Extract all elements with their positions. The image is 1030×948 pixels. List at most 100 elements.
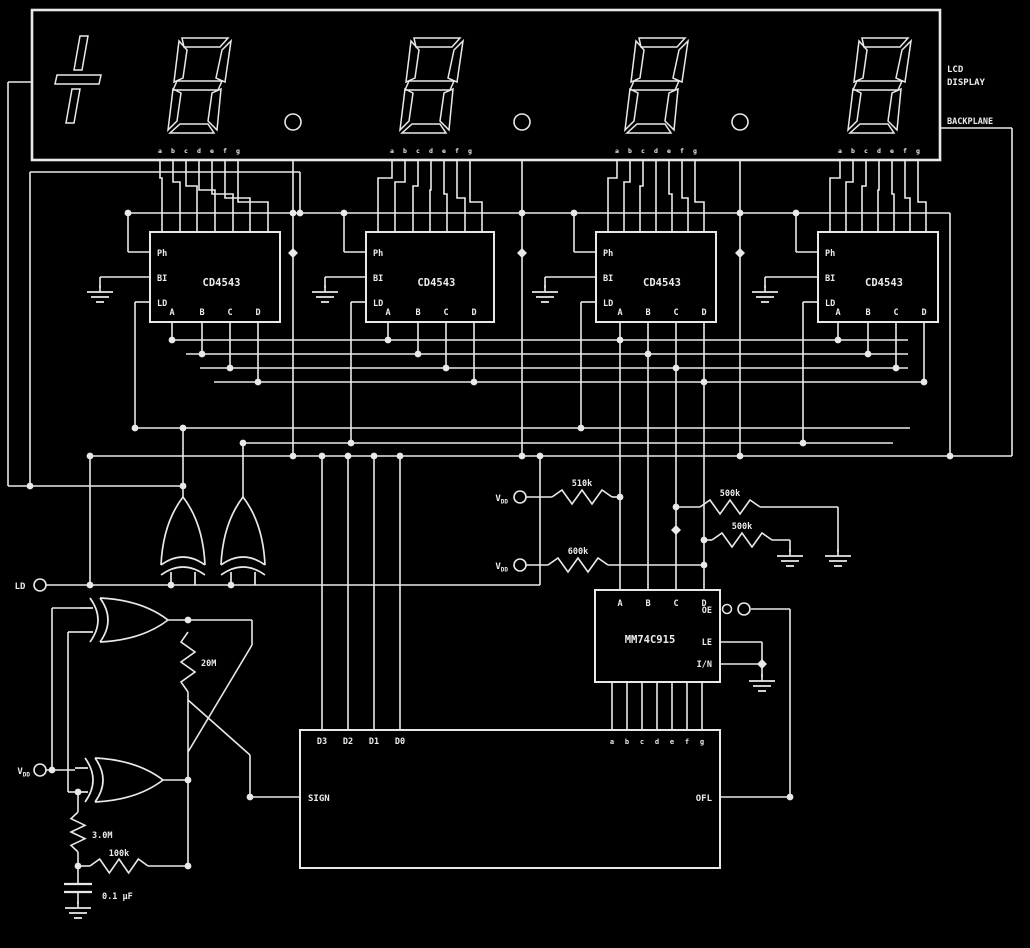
oe-inverter-bubble — [721, 603, 733, 615]
segment-letter: f — [223, 147, 227, 155]
junction-dot — [184, 616, 192, 624]
segment-wire — [412, 160, 419, 232]
pin-label-oe: OE — [702, 606, 712, 616]
pin-label-bi: BI — [373, 274, 383, 284]
segment-wire — [877, 160, 880, 232]
junction-dot — [289, 452, 297, 460]
ld-input-label: LD — [15, 582, 26, 592]
junction-dot — [518, 452, 526, 460]
xor-gate-curve — [99, 619, 169, 643]
lcd-display-label: DISPLAY — [947, 78, 986, 88]
pin-label-bi: BI — [157, 274, 167, 284]
pin-label: B — [199, 308, 204, 318]
segment-letter: e — [442, 147, 446, 155]
segment-letter: g — [236, 147, 240, 155]
pin-label: C — [443, 308, 448, 318]
pin-label: A — [169, 308, 174, 318]
segment-letter: b — [851, 147, 855, 155]
vdd-label: VDD — [495, 494, 508, 506]
junction-dot — [518, 209, 526, 217]
junction-dot — [347, 439, 355, 447]
junction-dot — [700, 561, 708, 569]
vdd-v: V — [17, 767, 23, 777]
resistor-600k — [547, 556, 609, 574]
junction-dot — [198, 350, 206, 358]
vdd-v: V — [495, 562, 501, 572]
junction-dot — [834, 336, 842, 344]
junction-dot — [184, 776, 192, 784]
pin-label: C — [227, 308, 232, 318]
xor-gate-curve — [220, 556, 266, 566]
junction-dot — [700, 378, 708, 386]
resistor-label: 500k — [732, 522, 752, 532]
segment-wire — [904, 160, 911, 232]
xor-gate-curve — [182, 496, 206, 566]
segment-wire — [668, 160, 673, 232]
xor-gate-curve — [242, 496, 266, 566]
segment — [853, 39, 868, 84]
xor-gate-curve — [99, 597, 169, 621]
resistor-500k-top — [699, 498, 761, 516]
pin-label: D — [471, 308, 476, 318]
segment — [638, 37, 687, 48]
segment-letter: c — [416, 147, 420, 155]
pin-label: D — [921, 308, 926, 318]
pin-label: B — [645, 599, 650, 609]
segment — [173, 39, 188, 84]
pin-label-seg: g — [700, 738, 704, 746]
pin-label: A — [835, 308, 840, 318]
pin-label: B — [865, 308, 870, 318]
junction-diamond — [288, 248, 298, 258]
pin-label-bi: BI — [603, 274, 613, 284]
segment-wire — [623, 160, 631, 232]
lcd-display-label: LCD — [947, 65, 964, 75]
segment-letter: a — [390, 147, 394, 155]
segment-wire — [377, 160, 393, 232]
xor-gate-curve — [94, 757, 104, 803]
segment-wire — [237, 160, 269, 232]
xor-gate-curve — [89, 597, 99, 643]
segment — [54, 74, 102, 85]
pin-label-digit: D3 — [317, 737, 327, 747]
junction-dot — [920, 378, 928, 386]
xor-gate-curve — [160, 556, 206, 566]
segment — [887, 87, 902, 132]
vdd-label: VDD — [495, 562, 508, 574]
decoder-chip-2 — [365, 231, 495, 323]
xor-gate-right — [75, 757, 164, 803]
pin-label-seg: c — [640, 738, 644, 746]
junction-dot — [179, 424, 187, 432]
segment-letter: a — [615, 147, 619, 155]
junction-dot — [672, 364, 680, 372]
segment-letter: a — [158, 147, 162, 155]
pin-label-ofl: OFL — [696, 794, 713, 804]
terminal-circle — [737, 602, 751, 616]
junction-dot — [616, 336, 624, 344]
junction-dot — [700, 536, 708, 544]
segment — [405, 39, 420, 84]
xor-gate-right — [80, 597, 169, 643]
segment — [215, 38, 233, 84]
xor-gate-curve — [160, 566, 206, 576]
segment-letter: e — [890, 147, 894, 155]
adc-block-box — [299, 729, 721, 869]
segment-letter: e — [667, 147, 671, 155]
vdd-sub: DD — [23, 772, 31, 779]
junction-dot — [946, 452, 954, 460]
junction-diamond — [757, 659, 767, 669]
pin-label: D — [701, 308, 706, 318]
segment — [861, 37, 910, 48]
resistor-500k-bottom — [711, 531, 773, 549]
segment — [630, 39, 645, 84]
junction-dot — [892, 364, 900, 372]
junction-dot — [384, 336, 392, 344]
latch-chip-box — [594, 589, 721, 683]
junction-dot — [74, 788, 82, 796]
pin-label: A — [617, 599, 622, 609]
decoder-chip-4 — [817, 231, 939, 323]
xor-gate-up — [160, 496, 206, 585]
junction-dot — [289, 209, 297, 217]
lcd-display-box — [30, 8, 942, 162]
chip-name: CD4543 — [417, 277, 455, 289]
